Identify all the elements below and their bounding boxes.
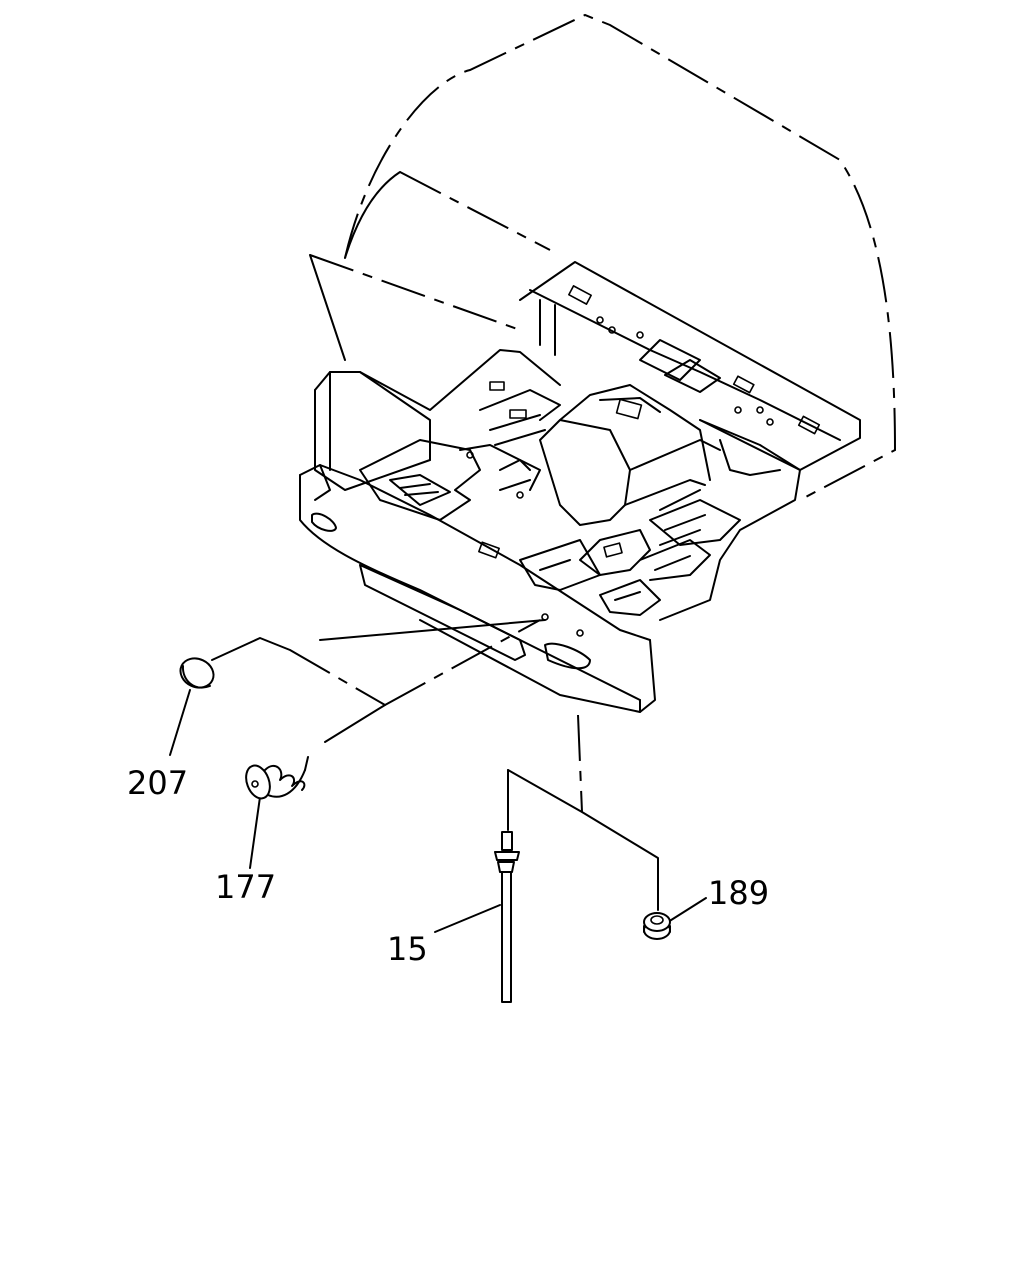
cab-phantom-outline xyxy=(309,13,897,501)
callout-189: 189 xyxy=(708,874,769,912)
clip-177 xyxy=(245,756,309,800)
grommet-189 xyxy=(643,912,671,940)
rod-15 xyxy=(494,831,520,1003)
floor-panel xyxy=(299,261,861,713)
callout-15: 15 xyxy=(387,930,428,968)
callout-207: 207 xyxy=(127,764,188,802)
callout-177: 177 xyxy=(215,868,276,906)
leader-lines xyxy=(169,619,707,933)
plug-207 xyxy=(179,657,215,689)
